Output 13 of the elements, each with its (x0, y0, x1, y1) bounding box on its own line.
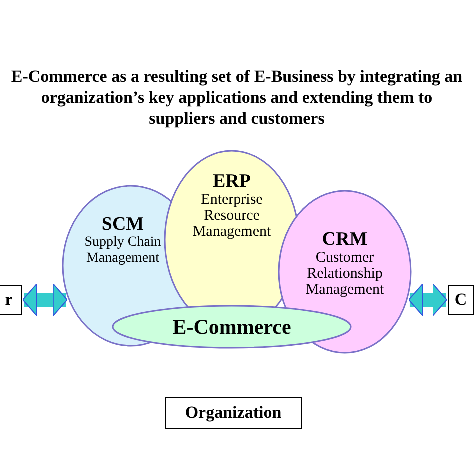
heading: SCM (102, 215, 144, 235)
label-box: r (0, 285, 22, 315)
double-arrow (408, 284, 448, 316)
description: Supply Chain Management (84, 235, 162, 267)
description: Enterprise Resource Management (192, 192, 272, 240)
double-arrow (22, 284, 68, 316)
label-box: C (448, 285, 474, 315)
heading: CRM (322, 230, 368, 250)
heading: E-Commerce (172, 314, 292, 340)
heading: ERP (213, 172, 251, 192)
title: E-Commerce as a resulting set of E-Business by integrating an organization’s key applications and extending them to suppliers and customers (10, 66, 464, 129)
description: Customer Relationship Management (304, 250, 386, 298)
label-box: Organization (165, 397, 302, 429)
